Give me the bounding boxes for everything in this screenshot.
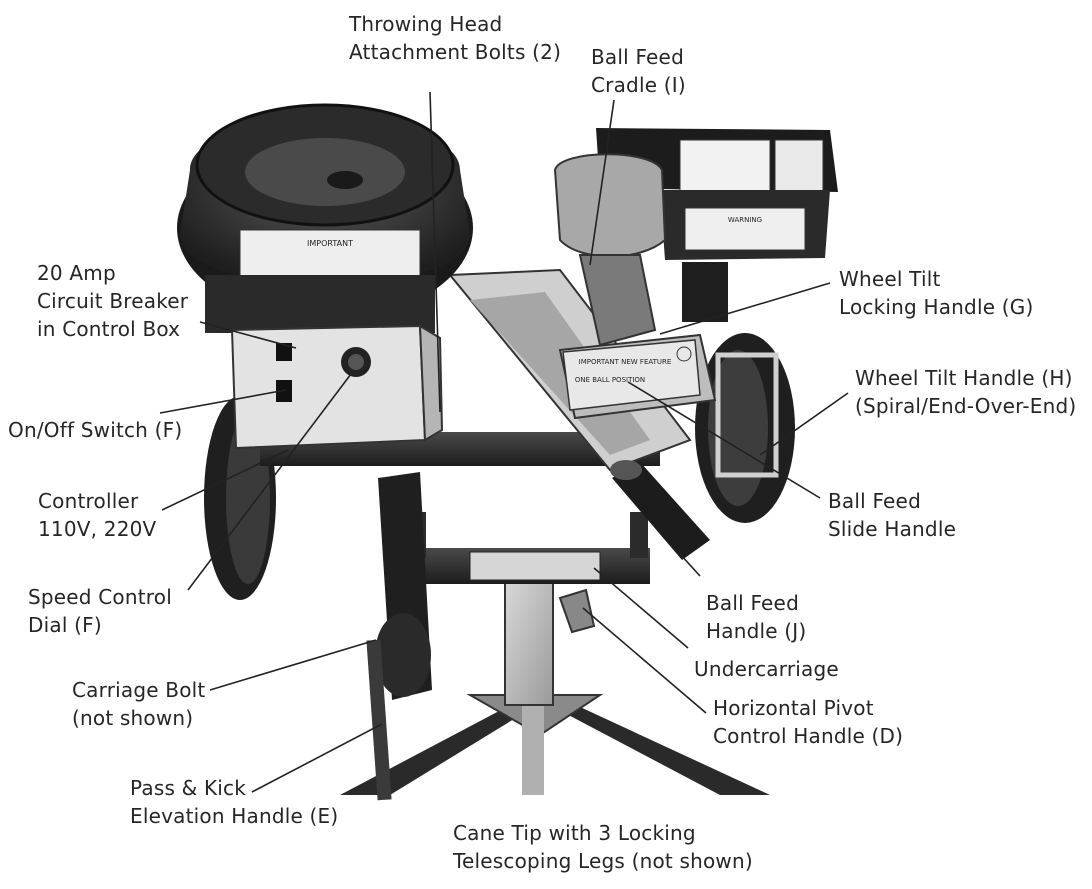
callout-line: Attachment Bolts (2)	[349, 40, 562, 64]
callout-line: Wheel Tilt	[839, 267, 941, 291]
tripod-legs	[340, 694, 770, 795]
new-feature-decal: IMPORTANT NEW FEATURE ONE BALL POSITION	[562, 339, 701, 411]
callout-line: 20 Amp	[37, 261, 116, 285]
right-wheel	[695, 333, 795, 523]
callout-line: Dial (F)	[28, 613, 102, 637]
vertical-pole	[504, 579, 554, 706]
callout-line: Wheel Tilt Handle (H)	[855, 366, 1073, 390]
throwing-head-bowl: IMPORTANT	[177, 103, 473, 333]
callout-horizontal-pivot-handle: Horizontal Pivot Control Handle (D)	[713, 694, 903, 750]
callout-line: Handle (J)	[706, 619, 807, 643]
callout-throwing-head-bolts: Throwing Head Attachment Bolts (2)	[349, 10, 561, 66]
callout-ball-feed-slide-handle: Ball Feed Slide Handle	[828, 487, 956, 543]
callout-line: Horizontal Pivot	[713, 696, 874, 720]
callout-line: (Spiral/End-Over-End)	[855, 394, 1077, 418]
callout-on-off-switch: On/Off Switch (F)	[8, 416, 182, 444]
callout-carriage-bolt: Carriage Bolt (not shown)	[72, 676, 205, 732]
callout-line: Telescoping Legs (not shown)	[453, 849, 753, 873]
callout-line: in Control Box	[37, 317, 181, 341]
callout-line: Locking Handle (G)	[839, 295, 1034, 319]
callout-line: Ball Feed	[706, 591, 799, 615]
callout-line: (not shown)	[72, 706, 194, 730]
callout-line: Control Handle (D)	[713, 724, 904, 748]
callout-line: On/Off Switch (F)	[8, 418, 183, 442]
callout-line: Pass & Kick	[130, 776, 247, 800]
leader-lines	[159, 91, 849, 793]
callout-line: Ball Feed	[828, 489, 921, 513]
callout-wheel-tilt-locking-handle: Wheel Tilt Locking Handle (G)	[839, 265, 1033, 321]
callout-line: Speed Control	[28, 585, 172, 609]
callout-line: Circuit Breaker	[37, 289, 189, 313]
callout-line: Carriage Bolt	[72, 678, 206, 702]
callout-cane-tip-legs: Cane Tip with 3 Locking Telescoping Legs…	[453, 819, 753, 875]
callout-line: Controller	[38, 489, 139, 513]
ball-feed-cradle-part	[553, 153, 667, 347]
callout-line: Cane Tip with 3 Locking	[453, 821, 696, 845]
callout-line: Slide Handle	[828, 517, 957, 541]
decal-important: IMPORTANT	[307, 239, 353, 248]
elevation-plate	[366, 472, 432, 801]
right-throwing-head: WARNING	[596, 128, 838, 322]
callout-ball-feed-handle: Ball Feed Handle (J)	[706, 589, 806, 645]
callout-controller: Controller 110V, 220V	[38, 487, 156, 543]
ball-feed-handle-grip	[610, 460, 710, 560]
pivot-knob	[558, 588, 596, 634]
undercarriage-frame	[408, 512, 650, 584]
callout-line: Undercarriage	[694, 657, 839, 681]
decal-one-ball: ONE BALL POSITION	[575, 376, 645, 384]
callout-undercarriage: Undercarriage	[694, 655, 839, 683]
callout-line: Throwing Head	[349, 12, 503, 36]
callout-circuit-breaker: 20 Amp Circuit Breaker in Control Box	[37, 259, 188, 343]
callout-line: Elevation Handle (E)	[130, 804, 339, 828]
callout-line: 110V, 220V	[38, 517, 157, 541]
decal-warning: WARNING	[728, 216, 762, 224]
callout-ball-feed-cradle: Ball Feed Cradle (I)	[591, 43, 686, 99]
callout-speed-control-dial: Speed Control Dial (F)	[28, 583, 172, 639]
control-box	[230, 324, 444, 450]
callout-wheel-tilt-handle: Wheel Tilt Handle (H) (Spiral/End-Over-E…	[855, 364, 1076, 420]
decal-new-feature: IMPORTANT NEW FEATURE	[579, 358, 672, 366]
callout-elevation-handle: Pass & Kick Elevation Handle (E)	[130, 774, 338, 830]
callout-line: Cradle (I)	[591, 73, 686, 97]
callout-line: Ball Feed	[591, 45, 684, 69]
